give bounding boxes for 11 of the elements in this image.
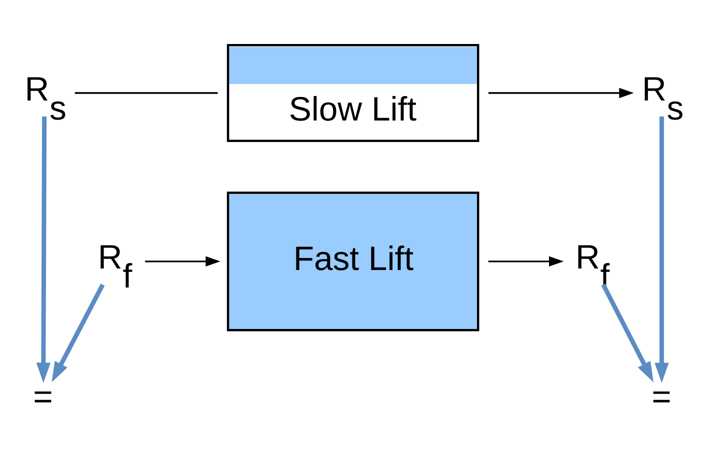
- arrow: [488, 88, 634, 98]
- connector: [74, 92, 218, 94]
- arrow: [601, 284, 654, 382]
- arrow: [145, 256, 220, 267]
- arrow: [52, 284, 105, 382]
- arrow: [654, 116, 669, 384]
- node-box: Slow Lift: [226, 44, 480, 142]
- arrow: [488, 256, 564, 267]
- node-text: =: [652, 378, 672, 416]
- arrow: [36, 116, 51, 384]
- node-text: =: [33, 378, 53, 416]
